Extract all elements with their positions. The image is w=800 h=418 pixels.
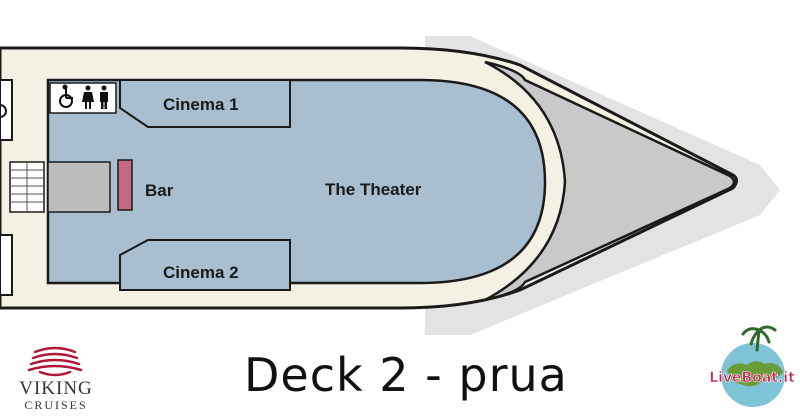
cinema-1-label: Cinema 1 (163, 95, 239, 114)
theater-label: The Theater (325, 180, 422, 199)
male-restroom-icon (100, 85, 108, 109)
cinema-2-label: Cinema 2 (163, 263, 239, 282)
bar-counter (117, 159, 133, 211)
viking-brand-name: VIKING (19, 378, 93, 399)
theater-floor (46, 78, 547, 285)
viking-logo (27, 346, 83, 377)
palm-tree-icon (741, 325, 777, 352)
cinema-2-room (119, 239, 291, 291)
liveboat-wordmark: LiveBoat.it (709, 370, 795, 386)
service-area (47, 161, 111, 213)
deck-title: Deck 2 - prua (244, 348, 568, 402)
cinema-1-room (119, 79, 291, 128)
wheelchair-icon (59, 84, 73, 108)
aft-cabin-bottom (0, 234, 13, 296)
viking-brand-sub: CRUISES (24, 398, 88, 412)
aft-door-arc (0, 104, 7, 118)
bow-tip (484, 60, 736, 302)
bar-label: Bar (145, 181, 174, 200)
stair-steps (10, 162, 44, 212)
liveboat-logo: LiveBoat.it (709, 325, 795, 407)
globe-land (727, 361, 783, 387)
female-restroom-icon (82, 85, 94, 109)
viking-ship-icon (27, 346, 83, 377)
deck-plan: Cinema 1 Cinema 2 Bar The Theater (0, 36, 780, 335)
